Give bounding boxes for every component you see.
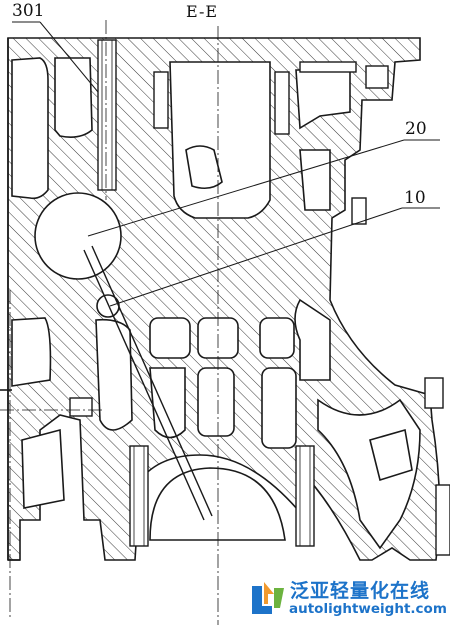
outline	[0, 38, 20, 561]
callout-20: 20	[405, 119, 427, 139]
cavities	[11, 57, 421, 550]
center-lines	[0, 20, 219, 625]
leader-lines	[12, 21, 440, 307]
callout-10: 10	[404, 188, 426, 208]
watermark: 泛亚轻量化在线 autolightweight.com	[246, 574, 450, 622]
watermark-name: 泛亚轻量化在线	[290, 580, 431, 602]
right-flanges	[299, 61, 450, 556]
section-view-label: E-E	[186, 2, 219, 21]
watermark-url: autolightweight.com	[289, 601, 447, 617]
callout-301: 301	[12, 1, 45, 21]
drill-passage	[83, 245, 213, 521]
lw-logo-icon	[252, 582, 284, 614]
bolt-holes	[69, 39, 315, 547]
